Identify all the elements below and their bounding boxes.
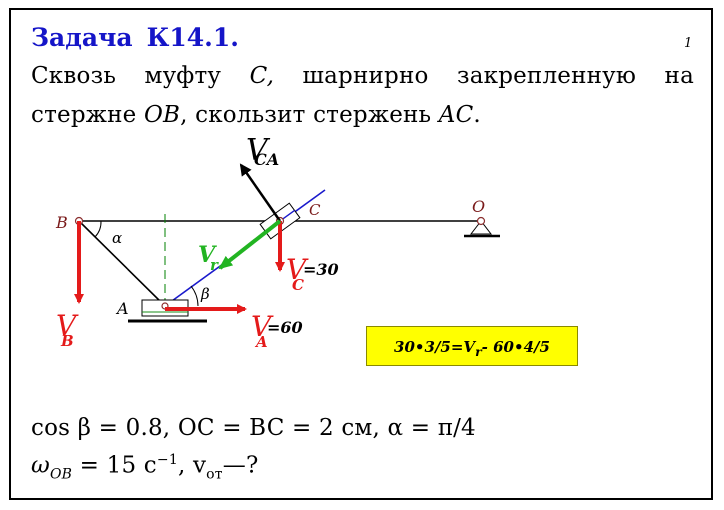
svg-text:V: V <box>56 309 79 342</box>
label-o: O <box>472 197 485 216</box>
title-label: Задача <box>31 23 133 52</box>
equation-right: - 60•4/5 <box>481 338 550 356</box>
svg-text:V: V <box>286 253 309 286</box>
line2-part-c: . <box>473 102 481 128</box>
rod-ab <box>78 220 166 307</box>
hinge-o <box>476 216 486 226</box>
pin-support-o <box>464 220 500 238</box>
word-6: на <box>664 63 694 89</box>
line2-part-b: , скользит стержень <box>180 102 439 128</box>
label-vr: V r <box>198 242 219 274</box>
svg-text:=30: =30 <box>303 260 339 279</box>
equation-sub: r <box>475 344 482 359</box>
label-va: V A =60 <box>251 310 303 351</box>
statement-line-1: Сквозь муфту C, шарнирно закрепленную на <box>31 63 694 89</box>
label-vb: V B <box>56 309 79 350</box>
rod-ob-symbol: OB <box>143 102 181 128</box>
svg-text:V: V <box>246 133 271 168</box>
svg-text:B: B <box>60 332 74 350</box>
svg-text:CA: CA <box>254 150 279 169</box>
label-b: B <box>55 213 68 232</box>
omega-symbol: ω <box>31 452 50 479</box>
v-symbol: , v <box>177 452 207 479</box>
word-4: шарнирно <box>302 63 429 89</box>
word-1: Сквозь <box>31 63 117 89</box>
equation-left: 30•3/5=V <box>394 338 476 356</box>
omega-subscript: OB <box>49 466 73 483</box>
svg-text:r: r <box>210 256 219 274</box>
slide-frame <box>9 8 713 500</box>
label-a: A <box>115 299 129 318</box>
alpha-arc <box>94 220 102 238</box>
question: —? <box>222 452 259 479</box>
word-2: муфту <box>144 63 222 89</box>
word-3: C, <box>249 63 275 89</box>
label-beta: β <box>200 285 210 303</box>
label-vc: V C =30 <box>286 253 339 294</box>
equation-box: 30•3/5=Vr- 60•4/5 <box>366 326 578 366</box>
velocity-vca-arrow <box>239 163 282 222</box>
svg-text:V: V <box>251 310 274 343</box>
problem-title: Задача К14.1. <box>31 23 239 52</box>
svg-text:V: V <box>198 242 217 268</box>
line2-part-a: стержне <box>31 102 144 128</box>
v-subscript: от <box>206 466 223 483</box>
svg-text:=60: =60 <box>267 318 303 337</box>
omega-exponent: −1 <box>156 452 178 468</box>
title-number: К14.1. <box>146 23 239 52</box>
rod-ac-symbol: AC <box>438 102 474 128</box>
page-number: 1 <box>684 36 693 51</box>
statement-line-2: стержне OB, скользит стержень AC. <box>31 102 481 128</box>
omega-value: = 15 с <box>72 452 157 479</box>
given-conditions-line-1: cos β = 0.8, OC = BC = 2 см, α = π/4 <box>31 415 476 441</box>
label-alpha: α <box>112 229 122 247</box>
velocity-vr-arrow <box>218 219 282 270</box>
svg-text:C: C <box>292 276 304 294</box>
word-5: закрепленную <box>456 63 637 89</box>
beta-arc <box>190 285 199 307</box>
label-c: C <box>309 201 321 219</box>
given-conditions-line-2: ωOB = 15 с−1, vот—? <box>31 452 258 482</box>
label-vca: V CA <box>246 133 279 169</box>
svg-text:A: A <box>254 333 268 351</box>
